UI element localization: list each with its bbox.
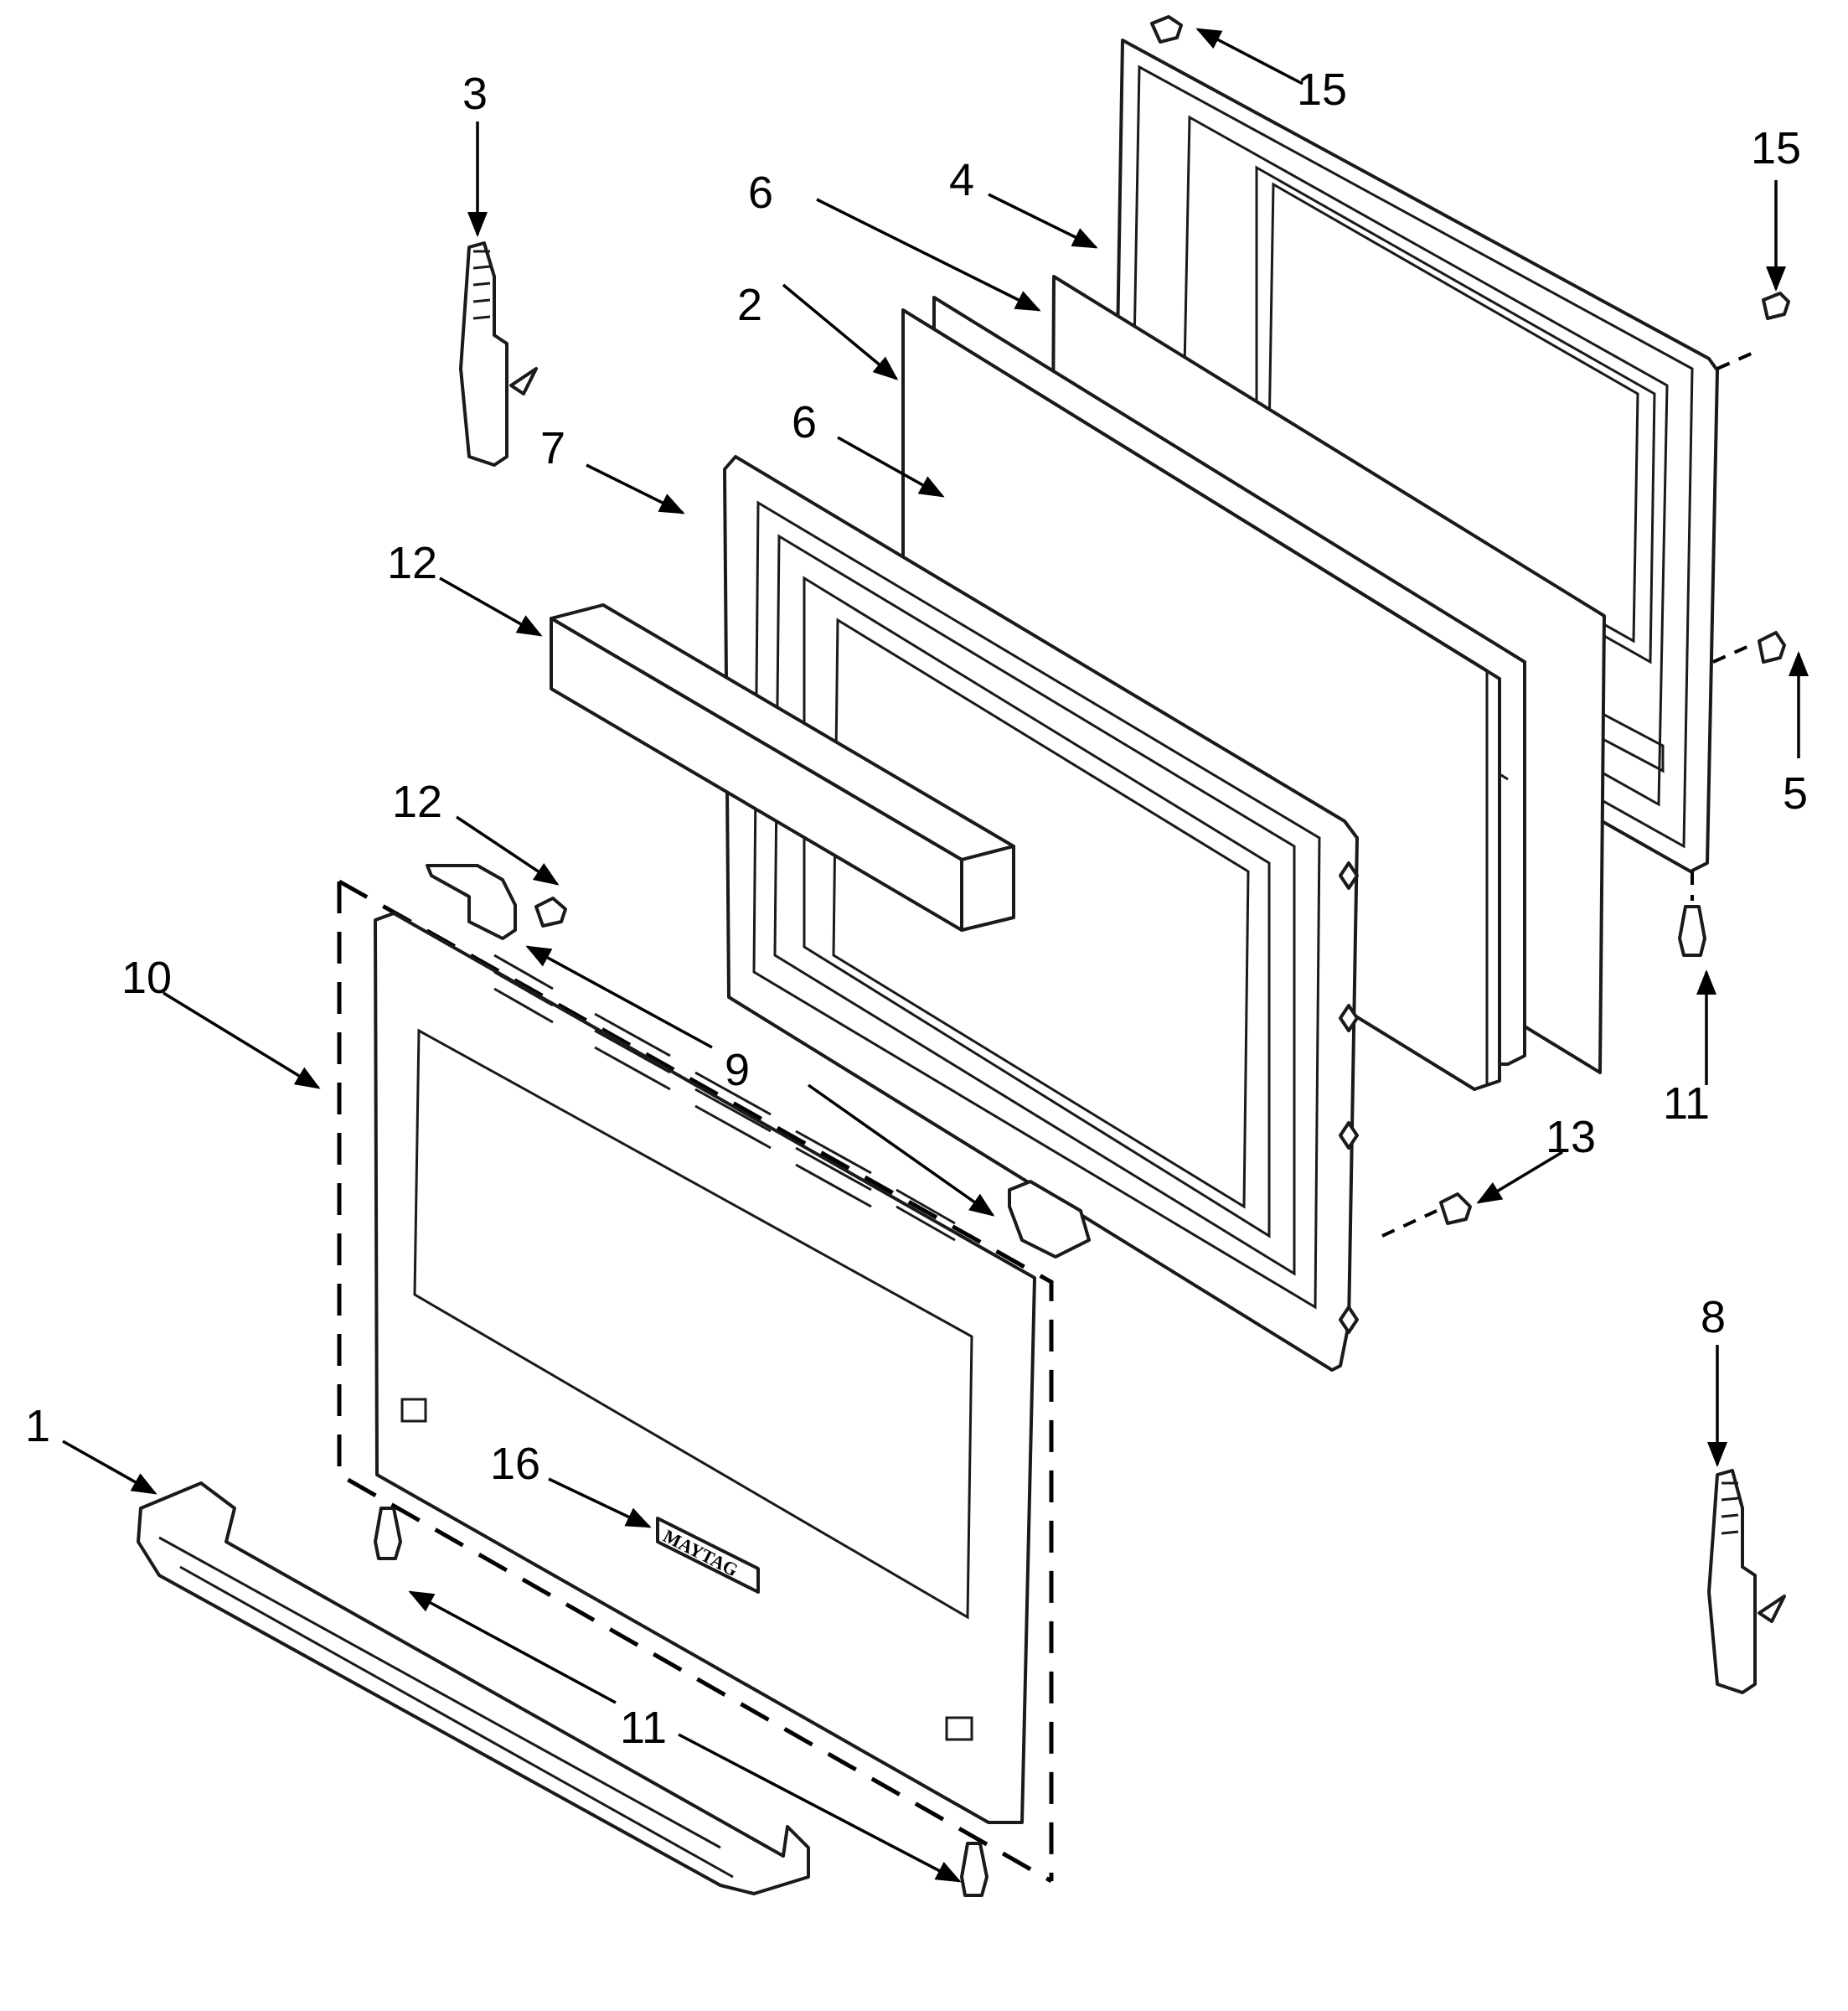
screw-part-15-top [1150,15,1183,44]
callout-11-bottom: 11 [620,1703,667,1753]
callout-3: 3 [462,69,488,119]
screw-part-5 [1758,631,1786,664]
leader-arrows [62,28,1809,1883]
callout-14: 12 [387,538,437,588]
screw-part-12 [534,897,567,928]
callout-6-top: 6 [748,168,773,218]
hinge-part-8 [1707,1469,1786,1694]
clip-part-10 [1008,1180,1091,1259]
callout-8: 8 [1701,1292,1726,1342]
door-handle-part-1 [137,1481,810,1895]
callout-16: 16 [490,1439,540,1489]
callout-11-right: 11 [1663,1078,1710,1129]
hinge-part-3 [459,241,538,467]
callout-10: 9 [725,1045,750,1095]
callout-4: 4 [949,155,974,205]
clip-part-12 [426,864,517,940]
screw-part-11-left [374,1507,402,1560]
callout-15-top: 15 [1297,65,1347,115]
callout-labels: 3 15 15 4 6 2 6 7 12 5 12 10 9 11 13 8 1… [25,65,1808,1753]
callout-7: 7 [540,423,565,473]
screw-part-15-right [1762,292,1790,320]
callout-5: 5 [1783,768,1808,819]
callout-6-mid: 6 [792,397,817,447]
callout-15-right: 15 [1751,123,1801,173]
callout-13: 13 [1546,1112,1596,1162]
callout-1: 1 [25,1401,50,1451]
screw-part-11-right [1678,905,1706,957]
callout-12: 12 [392,777,442,827]
callout-9: 10 [121,953,172,1003]
screw-guide-lines [1381,350,1756,1238]
insulation-block-part-14 [550,603,1015,932]
callout-2: 2 [737,280,762,330]
screw-part-11-bottom [960,1842,989,1897]
screw-part-13 [1439,1192,1472,1225]
door-assembly-outline-part-9 [337,879,1054,1884]
front-door-panel [374,912,1036,1824]
